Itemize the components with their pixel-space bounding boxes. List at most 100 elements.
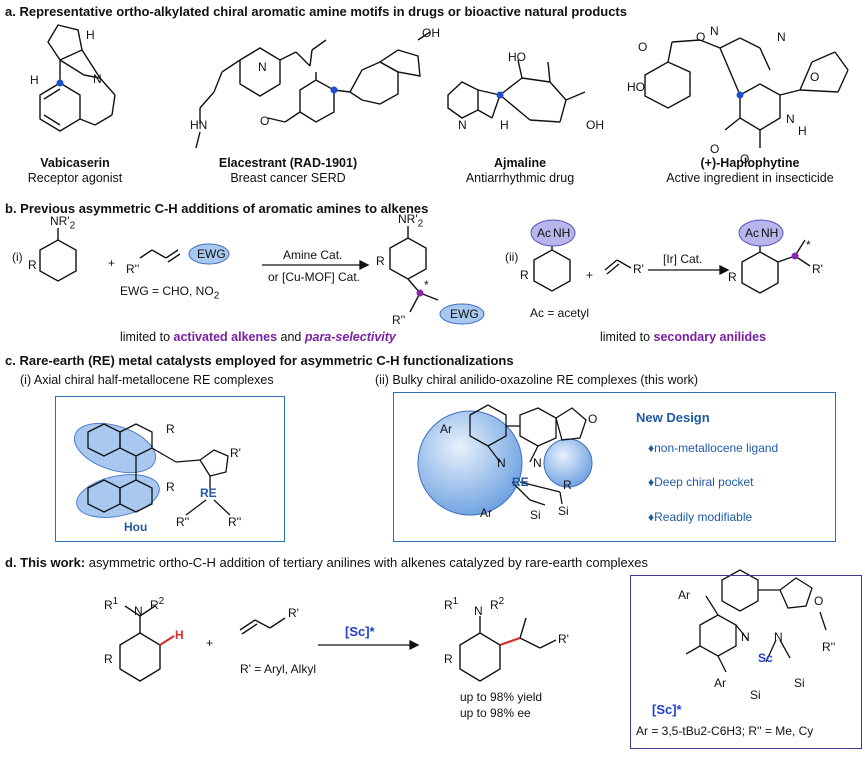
- sc-ar-def: Ar = 3,5-tBu2-C6H3; R'' = Me, Cy: [636, 724, 814, 738]
- section-c-heading: c. Rare-earth (RE) metal catalysts emplo…: [5, 353, 514, 368]
- cii-si1: Si: [530, 508, 541, 522]
- dp-r1: R1: [444, 596, 458, 612]
- plus-b2: +: [586, 268, 594, 282]
- bullet-text: Readily modifiable: [654, 510, 753, 524]
- limit1-em1: activated alkenes: [173, 330, 278, 344]
- cii-o: O: [588, 412, 598, 426]
- alkene-ewg: EWG: [197, 247, 226, 261]
- d-r-def: R' = Aryl, Alkyl: [240, 662, 316, 676]
- vab-h2: H: [30, 73, 39, 87]
- nr2-sub: 2: [69, 220, 76, 232]
- nr2-sub: 2: [417, 218, 424, 230]
- arrow1-top-label: Amine Cat.: [283, 248, 343, 262]
- ewg-def-sub: 2: [213, 290, 220, 302]
- anilide-nh: NH: [553, 226, 571, 240]
- dp-r: R: [444, 652, 453, 666]
- section-b-heading: b. Previous asymmetric C-H additions of …: [5, 201, 429, 216]
- product-ii-r: R: [728, 270, 737, 284]
- cii-si2: Si: [558, 504, 569, 518]
- alkene-r2: R'': [126, 262, 140, 276]
- compound-elacestrant: Elacestrant (RAD-1901) Breast cancer SER…: [208, 156, 368, 186]
- r2-text: R: [150, 598, 159, 612]
- product-i-ewg: EWG: [450, 307, 479, 321]
- sc-rdbl: R'': [822, 640, 836, 654]
- bullet-text: non-metallocene ligand: [654, 441, 779, 455]
- label-ii: (ii): [505, 250, 519, 264]
- d-n: N: [134, 604, 143, 618]
- anilide-ac: Ac: [537, 226, 552, 240]
- hap-o1: O: [638, 40, 648, 54]
- ci-rprime: R': [230, 446, 241, 460]
- compound-vabicaserin: Vabicaserin Receptor agonist: [20, 156, 130, 186]
- d-heading-rest: asymmetric ortho-C-H addition of tertiar…: [85, 555, 649, 570]
- d-heading-bold: d. This work:: [5, 555, 86, 570]
- d-r: R: [104, 652, 113, 666]
- label-i: (i): [12, 250, 23, 264]
- sc-catalyst-structure: [685, 569, 827, 673]
- sc-si2: Si: [794, 676, 805, 690]
- d-ee: up to 98% ee: [460, 706, 531, 720]
- hap-o2: O: [696, 30, 706, 44]
- new-cc-bond-red: [499, 636, 521, 647]
- arrow2-top-label: [Ir] Cat.: [663, 252, 703, 266]
- cii-n1: N: [497, 456, 506, 470]
- sc-catalyst-box: [630, 575, 862, 749]
- ac-def: Ac = acetyl: [530, 306, 590, 320]
- cii-n2: N: [533, 456, 542, 470]
- r1-text: R: [444, 598, 453, 612]
- compound-desc: Active ingredient in insecticide: [666, 171, 834, 185]
- design-bullet-3: ♦Readily modifiable: [648, 510, 753, 524]
- ewg-def-text: EWG = CHO, NO: [120, 284, 214, 298]
- compound-name: Elacestrant (RAD-1901): [218, 156, 358, 170]
- ci-r2: R: [166, 480, 175, 494]
- anilido-oxazoline-structure: [417, 404, 593, 516]
- anilide-r: R: [520, 268, 529, 282]
- product-i-r: R: [376, 254, 385, 268]
- alkene-ii-rprime: R': [633, 262, 644, 276]
- compound-name: Ajmaline: [493, 156, 547, 170]
- ci-r: R: [166, 422, 175, 436]
- plus-b1: +: [108, 256, 116, 270]
- hap-o3: O: [810, 70, 820, 84]
- nr2-text: NR': [50, 214, 70, 228]
- ela-hn: HN: [190, 118, 208, 132]
- sc-ar2: Ar: [714, 676, 726, 690]
- aniline-d-structure: [119, 605, 161, 682]
- limit1-em2: para-selectivity: [304, 330, 396, 344]
- dp-n: N: [474, 604, 483, 618]
- product-ii-nh: NH: [761, 226, 779, 240]
- limit1-pre: limited to: [120, 330, 174, 344]
- ela-oh: OH: [422, 26, 440, 40]
- sc-n1: N: [741, 630, 750, 644]
- aniline-i-structure: [39, 228, 181, 282]
- ela-o: O: [260, 114, 270, 128]
- cii-re: RE: [512, 475, 529, 489]
- ci-rdbl-1: R'': [176, 515, 190, 529]
- compound-desc: Antiarrhythmic drug: [465, 171, 575, 185]
- compound-desc: Receptor agonist: [27, 171, 123, 185]
- hap-nh: N: [786, 112, 795, 126]
- d-yield: up to 98% yield: [460, 690, 543, 704]
- product-ii-star: *: [806, 238, 811, 252]
- r2-text: R: [490, 598, 499, 612]
- sc-label: [Sc]*: [652, 702, 682, 717]
- design-bullet-1: ♦non-metallocene ligand: [648, 441, 779, 455]
- sc-metal: Sc: [758, 651, 773, 665]
- vab-n: N: [93, 72, 102, 86]
- d-alkene-rprime: R': [288, 606, 299, 620]
- sc-si1: Si: [750, 688, 761, 702]
- limit1-mid: and: [277, 330, 305, 344]
- limitation-1: limited to activated alkenes and para-se…: [120, 330, 396, 344]
- d-plus: +: [206, 636, 214, 650]
- r1-text: R: [104, 598, 113, 612]
- box-half-metallocene: [55, 396, 285, 542]
- aniline-nr2: NR'2: [50, 214, 75, 231]
- ajm-ho: HO: [508, 50, 526, 64]
- sc-n2: N: [774, 630, 783, 644]
- hap-ho: HO: [627, 80, 645, 94]
- ci-hou: Hou: [124, 520, 148, 534]
- design-bullet-2: ♦Deep chiral pocket: [648, 475, 754, 489]
- product-ii-ac: Ac: [745, 226, 760, 240]
- ajm-h: H: [500, 118, 509, 132]
